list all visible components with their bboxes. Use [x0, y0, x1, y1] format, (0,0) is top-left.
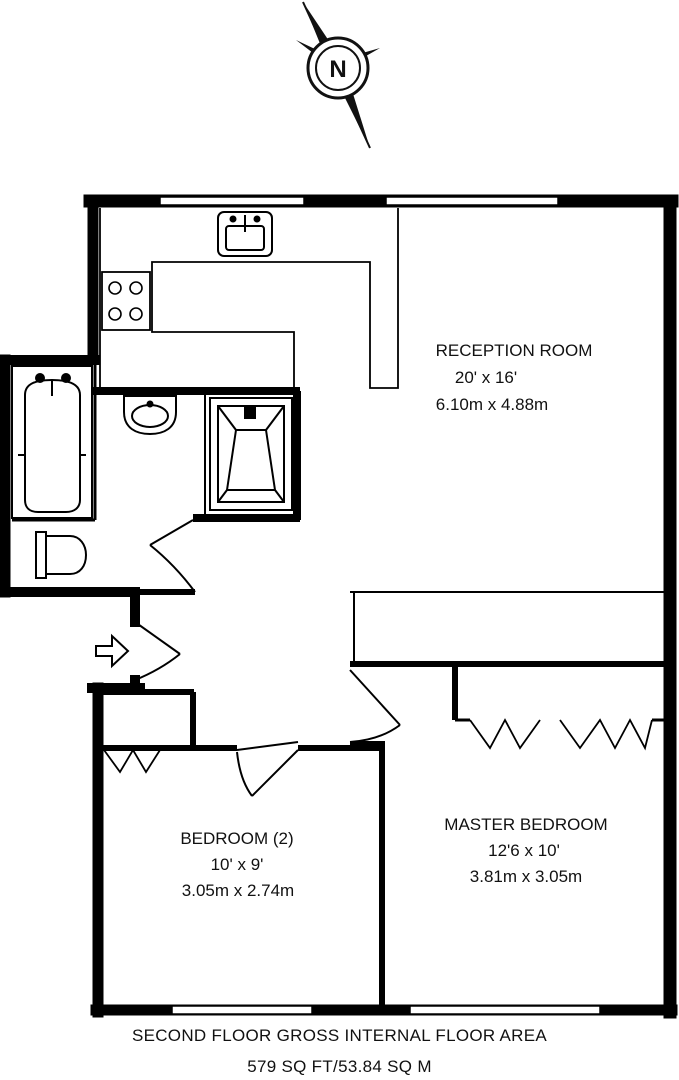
master-bedroom-label: MASTER BEDROOM 12'6 x 10' 3.81m x 3.05m: [444, 815, 607, 886]
master-bedroom-metric: 3.81m x 3.05m: [470, 867, 582, 886]
wardrobe-doors: [103, 718, 653, 774]
reception-room-metric: 6.10m x 4.88m: [436, 395, 548, 414]
floor-area-value: 579 SQ FT/53.84 SQ M: [247, 1057, 432, 1076]
reception-room-label: RECEPTION ROOM 20' x 16' 6.10m x 4.88m: [436, 341, 593, 414]
floor-area-title: SECOND FLOOR GROSS INTERNAL FLOOR AREA: [131, 1026, 548, 1045]
bedroom-walls: [98, 591, 672, 1006]
north-compass-icon: N: [296, 1, 380, 149]
hob-icon: [108, 281, 143, 321]
master-bedroom-name: MASTER BEDROOM: [444, 815, 607, 834]
compass-letter: N: [329, 56, 346, 83]
toilet-icon: [35, 531, 88, 579]
bathroom-basin-icon: [123, 395, 177, 436]
windows: [159, 196, 601, 1015]
bedroom-2-label: BEDROOM (2) 10' x 9' 3.05m x 2.74m: [180, 829, 294, 900]
bedroom-2-imperial: 10' x 9': [211, 855, 264, 874]
master-bedroom-imperial: 12'6 x 10': [488, 841, 560, 860]
entrance-arrow-icon: [95, 633, 130, 669]
kitchen-counter: [99, 208, 399, 389]
bedroom-2-name: BEDROOM (2): [180, 829, 293, 848]
reception-room-name: RECEPTION ROOM: [436, 341, 593, 360]
shower-tray-icon: [209, 397, 293, 511]
kitchen-sink-icon: [217, 211, 273, 257]
floor-plan: N: [0, 1, 679, 1019]
door-swings: [134, 519, 401, 797]
reception-room-imperial: 20' x 16': [455, 368, 517, 387]
bedroom-2-metric: 3.05m x 2.74m: [182, 881, 294, 900]
bathtub-icon: [11, 365, 93, 519]
bathroom-walls: [12, 360, 301, 595]
